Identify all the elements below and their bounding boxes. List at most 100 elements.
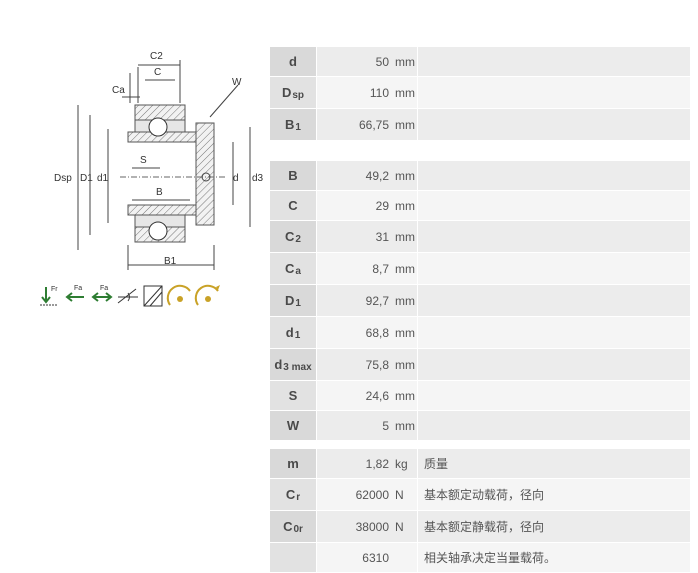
- spec-description: [418, 161, 690, 190]
- spec-description: [418, 253, 690, 284]
- spec-value: 5: [317, 411, 395, 440]
- spec-description: 基本额定静载荷，径向: [418, 511, 690, 542]
- lubrication-icon: [194, 284, 220, 306]
- spec-description: [418, 77, 690, 108]
- spec-value: 24,6: [317, 381, 395, 410]
- label-d1-lower: d1: [97, 173, 109, 184]
- spec-unit: mm: [395, 411, 418, 440]
- load-symbol-icons: Fr Fa Fa: [40, 284, 220, 307]
- spec-value: 50: [317, 47, 395, 76]
- spec-key: m: [270, 449, 317, 478]
- spec-description: 质量: [418, 449, 690, 478]
- seal-icon: [143, 285, 163, 307]
- spec-value: 38000: [317, 511, 395, 542]
- spec-description: [418, 221, 690, 252]
- svg-text:Fa: Fa: [74, 285, 82, 292]
- spec-value: 62000: [317, 479, 395, 510]
- label-c2: C2: [150, 51, 163, 62]
- spec-value: 1,82: [317, 449, 395, 478]
- spec-value: 66,75: [317, 109, 395, 140]
- spec-key: W: [270, 411, 317, 440]
- spec-value: 75,8: [317, 349, 395, 380]
- spec-description: [418, 411, 690, 440]
- spec-unit: kg: [395, 449, 418, 478]
- spec-unit: N: [395, 511, 418, 542]
- spec-value: 31: [317, 221, 395, 252]
- spec-key: [270, 543, 317, 572]
- label-s: S: [140, 155, 147, 166]
- spec-unit: mm: [395, 47, 418, 76]
- label-d3: d3: [252, 173, 264, 184]
- spec-value: 110: [317, 77, 395, 108]
- spec-unit: mm: [395, 77, 418, 108]
- spec-unit: mm: [395, 253, 418, 284]
- spec-description: [418, 381, 690, 410]
- label-d1-upper: D1: [80, 173, 93, 184]
- svg-text:Fr: Fr: [51, 286, 58, 293]
- bearing-cross-section-drawing: C2 C Ca W Dsp D1 d1 S B d d3 B1: [54, 51, 264, 270]
- axial-load-left-icon: Fa: [65, 285, 84, 302]
- label-ca: Ca: [112, 85, 125, 96]
- spec-value: 92,7: [317, 285, 395, 316]
- label-d: d: [233, 173, 239, 184]
- label-w: W: [232, 77, 242, 88]
- spec-key: B: [270, 161, 317, 190]
- spec-description: 基本额定动载荷，径向: [418, 479, 690, 510]
- spec-unit: mm: [395, 109, 418, 140]
- label-dsp: Dsp: [54, 173, 72, 184]
- spec-value: 49,2: [317, 161, 395, 190]
- speed-icon: [166, 284, 191, 306]
- spec-description: [418, 285, 690, 316]
- spec-row: 6310 相关轴承决定当量载荷。: [270, 543, 690, 573]
- label-b: B: [156, 187, 163, 198]
- spec-unit: mm: [395, 349, 418, 380]
- spec-value: 8,7: [317, 253, 395, 284]
- svg-text:Fa: Fa: [100, 285, 108, 292]
- spec-value: 68,8: [317, 317, 395, 348]
- spec-unit: mm: [395, 221, 418, 252]
- spec-unit: mm: [395, 285, 418, 316]
- spec-description: 相关轴承决定当量载荷。: [418, 543, 690, 572]
- spec-description: [418, 349, 690, 380]
- spec-description: [418, 109, 690, 140]
- spec-key: C: [270, 191, 317, 220]
- spec-unit: mm: [395, 191, 418, 220]
- spec-unit: mm: [395, 161, 418, 190]
- spec-description: [418, 191, 690, 220]
- radial-load-icon: Fr: [40, 286, 58, 306]
- spec-description: [418, 47, 690, 76]
- axial-load-both-icon: Fa: [91, 285, 113, 302]
- label-c: C: [154, 67, 161, 78]
- spec-unit: [395, 543, 418, 572]
- misalignment-icon: [117, 288, 138, 304]
- spec-unit: mm: [395, 317, 418, 348]
- spec-value: 6310: [317, 543, 395, 572]
- spec-key: d: [270, 47, 317, 76]
